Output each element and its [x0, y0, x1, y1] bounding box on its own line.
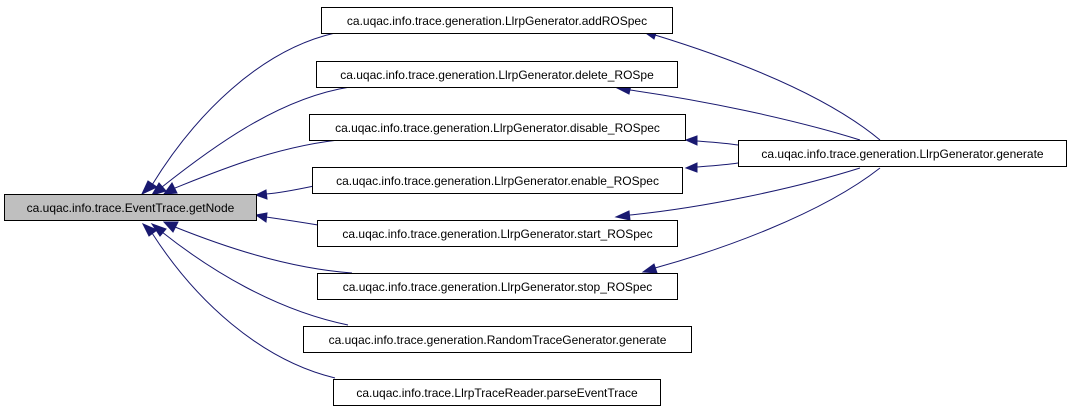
edge-enable-getNode — [254, 185, 315, 200]
edge-delete-getNode — [150, 86, 351, 196]
node-random-generate-box — [303, 326, 692, 353]
node-stop-rospec-box — [317, 273, 678, 300]
node-start-rospec[interactable]: ca.uqac.info.trace.generation.LlrpGenera… — [317, 220, 678, 247]
edge-parse-getNode — [141, 223, 336, 379]
node-getnode-label: ca.uqac.info.trace.EventTrace.getNode — [27, 201, 235, 215]
node-random-generate-label: ca.uqac.info.trace.generation.RandomTrac… — [329, 333, 667, 347]
node-disable-rospec-label: ca.uqac.info.trace.generation.LlrpGenera… — [335, 121, 660, 135]
node-llrp-generate-box — [738, 140, 1067, 167]
node-delete-rospe-label: ca.uqac.info.trace.generation.LlrpGenera… — [340, 68, 654, 82]
node-parse-event-trace[interactable]: ca.uqac.info.trace.LlrpTraceReader.parse… — [333, 379, 661, 406]
node-disable-rospec-box — [309, 114, 686, 141]
node-llrp-generate[interactable]: ca.uqac.info.trace.generation.LlrpGenera… — [738, 140, 1067, 167]
node-llrp-generate-label: ca.uqac.info.trace.generation.LlrpGenera… — [761, 147, 1044, 161]
node-disable-rospec[interactable]: ca.uqac.info.trace.generation.LlrpGenera… — [309, 114, 686, 141]
edges — [140, 29, 881, 379]
node-stop-rospec[interactable]: ca.uqac.info.trace.generation.LlrpGenera… — [317, 273, 678, 300]
node-addrospec[interactable]: ca.uqac.info.trace.generation.LlrpGenera… — [321, 7, 673, 34]
node-enable-rospec-label: ca.uqac.info.trace.generation.LlrpGenera… — [336, 174, 659, 188]
edge-disable-getNode — [162, 138, 349, 195]
edge-addROSpec-getNode — [140, 32, 336, 196]
node-random-generate[interactable]: ca.uqac.info.trace.generation.RandomTrac… — [303, 326, 692, 353]
edge-generate-stop — [641, 167, 881, 274]
nodes: ca.uqac.info.trace.EventTrace.getNode ca… — [4, 7, 1067, 406]
node-enable-rospec-box — [312, 167, 683, 194]
node-start-rospec-label: ca.uqac.info.trace.generation.LlrpGenera… — [342, 227, 652, 241]
node-addrospec-label: ca.uqac.info.trace.generation.LlrpGenera… — [347, 14, 647, 28]
node-getnode[interactable]: ca.uqac.info.trace.EventTrace.getNode — [4, 194, 257, 221]
node-getnode-box — [4, 194, 257, 221]
node-addrospec-box — [321, 7, 673, 34]
node-delete-rospe[interactable]: ca.uqac.info.trace.generation.LlrpGenera… — [316, 61, 678, 88]
node-parse-event-trace-label: ca.uqac.info.trace.LlrpTraceReader.parse… — [356, 386, 638, 400]
edge-generate-disable — [684, 135, 739, 146]
edge-generate-enable — [684, 162, 739, 173]
node-start-rospec-box — [317, 220, 678, 247]
node-stop-rospec-label: ca.uqac.info.trace.generation.LlrpGenera… — [343, 280, 653, 294]
edge-generate-start — [614, 167, 861, 221]
edge-start-getNode — [254, 212, 319, 226]
node-parse-event-trace-box — [333, 379, 661, 406]
node-enable-rospec[interactable]: ca.uqac.info.trace.generation.LlrpGenera… — [312, 167, 683, 194]
edge-stop-getNode — [162, 221, 353, 274]
node-delete-rospe-box — [316, 61, 678, 88]
